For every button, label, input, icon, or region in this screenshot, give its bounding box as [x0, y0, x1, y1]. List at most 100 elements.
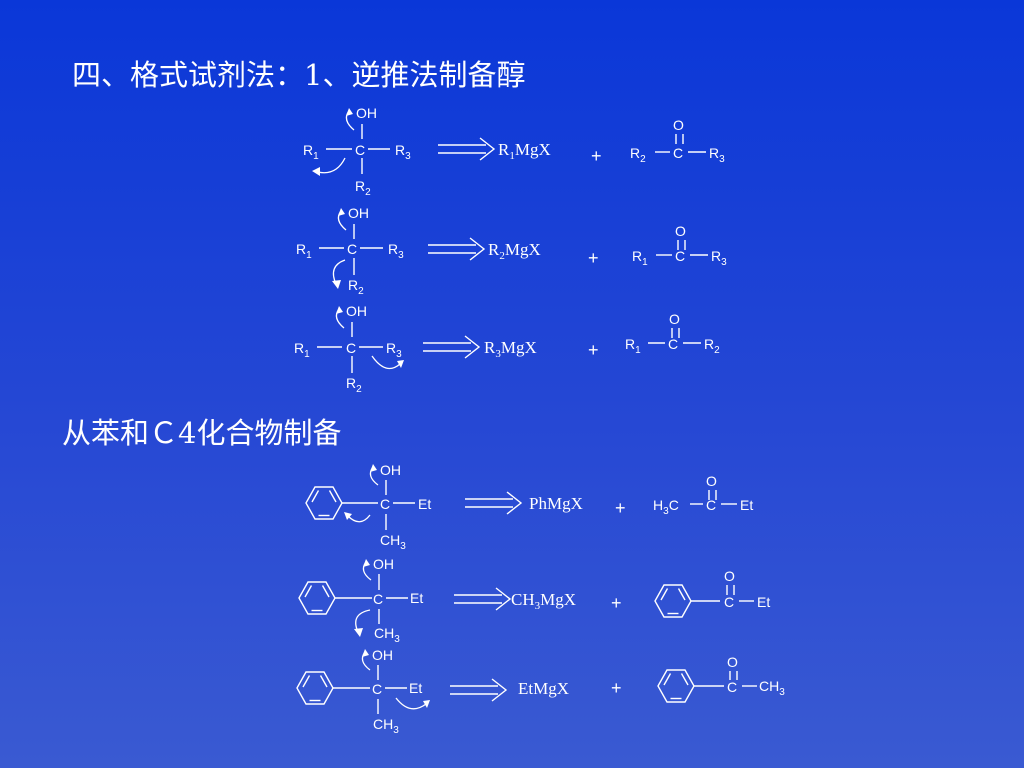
benzene-ring: [654, 584, 692, 618]
grignard-reagent: R1MgX: [498, 140, 551, 162]
r2-group: R2: [346, 375, 362, 395]
plus-sign: +: [611, 593, 622, 613]
reaction-3: OH C R1 R3 R2 R3MgX + O C R1 R2: [294, 303, 720, 395]
grignard-reagent: EtMgX: [518, 679, 569, 698]
slide-subtitle: 从苯和Ｃ4化合物制备: [62, 416, 342, 450]
curved-arrow: [371, 355, 401, 370]
reaction-5-alcohol: OH C Et CH3: [298, 556, 423, 645]
carbon-label: C: [673, 145, 683, 161]
benzene-ring: [657, 669, 695, 703]
hydroxyl-label: OH: [380, 462, 401, 478]
hydroxyl-label: OH: [346, 303, 367, 319]
reaction-1: OH C R1 R3 R2 R1MgX + O C R2 R3: [303, 105, 725, 198]
reaction-1-ketone: O C R2 R3: [630, 117, 725, 165]
carbon-label: C: [724, 594, 734, 610]
curved-arrow: [347, 514, 371, 523]
arrowhead: [332, 280, 341, 289]
r2-group: R2: [348, 277, 364, 297]
arrowhead: [338, 208, 345, 216]
carbon-label: C: [346, 340, 356, 356]
curved-arrow: [395, 697, 427, 710]
hydroxyl-label: OH: [372, 647, 393, 663]
grignard-reagent: R3MgX: [484, 338, 537, 360]
benzene-ring: [298, 581, 336, 615]
reaction-4-alcohol: OH C Et CH3: [305, 462, 431, 552]
plus-sign: +: [591, 146, 602, 166]
reaction-3-ketone: O C R1 R2: [625, 311, 720, 356]
r1-group: R1: [303, 142, 319, 162]
reaction-4: OH C Et CH3 PhMgX + O C H3C Et: [305, 462, 753, 552]
grignard-reagent: PhMgX: [529, 494, 583, 513]
methyl-group: CH3: [373, 716, 399, 736]
r1-group: R1: [632, 248, 648, 268]
reaction-5-ketone: O C Et: [654, 568, 770, 618]
reaction-6-alcohol: OH C Et CH3: [296, 647, 430, 736]
r3-group: R3: [386, 340, 402, 360]
r3-group: R3: [711, 248, 727, 268]
arrowhead: [423, 700, 430, 708]
r1-group: R1: [294, 340, 310, 360]
hydroxyl-label: OH: [348, 205, 369, 221]
plus-sign: +: [611, 678, 622, 698]
carbon-label: C: [355, 142, 365, 158]
grignard-reagent: CH3MgX: [511, 590, 576, 612]
reaction-5: OH C Et CH3 CH3MgX + O C Et: [298, 556, 770, 645]
r3-group: R3: [388, 241, 404, 261]
reaction-4-ketone: O C H3C Et: [653, 473, 753, 517]
ethyl-label: Et: [418, 496, 431, 512]
r1-group: R1: [296, 241, 312, 261]
reaction-2: OH C R1 R3 R2 R2MgX + O C R1 R3: [296, 205, 727, 297]
reaction-6-ketone: O C CH3: [657, 654, 785, 703]
reaction-2-alcohol: OH C R1 R3 R2: [296, 205, 404, 297]
hydroxyl-label: OH: [373, 556, 394, 572]
plus-sign: +: [588, 340, 599, 360]
r2-group: R2: [630, 145, 646, 165]
arrowhead: [344, 512, 352, 520]
retrosynthesis-arrow: [427, 237, 485, 261]
carbon-label: C: [372, 681, 382, 697]
r2-group: R2: [704, 336, 720, 356]
ethyl-label: Et: [740, 497, 753, 513]
methyl-group: CH3: [374, 625, 400, 645]
oxygen-label: O: [706, 473, 717, 489]
plus-sign: +: [615, 498, 626, 518]
arrowhead: [370, 464, 377, 472]
oxygen-label: O: [675, 223, 686, 239]
reaction-1-alcohol: OH C R1 R3 R2: [303, 105, 411, 198]
reaction-2-ketone: O C R1 R3: [632, 223, 727, 268]
arrowhead: [346, 108, 353, 116]
arrowhead: [312, 167, 320, 176]
retrosynthesis-arrow: [437, 137, 495, 161]
carbon-label: C: [675, 248, 685, 264]
r1-group: R1: [625, 336, 641, 356]
methyl-group: CH3: [380, 532, 406, 552]
benzene-ring: [305, 486, 343, 520]
retrosynthesis-arrow: [422, 335, 480, 359]
retrosynthesis-arrow: [453, 587, 511, 611]
carbon-label: C: [706, 497, 716, 513]
ethyl-label: Et: [757, 594, 770, 610]
ethyl-label: Et: [409, 680, 422, 696]
carbon-label: C: [347, 241, 357, 257]
hydroxyl-label: OH: [356, 105, 377, 121]
benzene-ring: [296, 671, 334, 705]
r3-group: R3: [395, 142, 411, 162]
curved-arrow: [317, 157, 346, 174]
slide-title: 四、格式试剂法：1、逆推法制备醇: [72, 58, 526, 92]
oxygen-label: O: [727, 654, 738, 670]
retrosynthesis-arrow: [464, 491, 522, 515]
ethyl-label: Et: [410, 590, 423, 606]
arrowhead: [397, 360, 404, 368]
r3-group: R3: [709, 145, 725, 165]
reaction-6: OH C Et CH3 EtMgX + O C CH3: [296, 647, 785, 736]
carbon-label: C: [727, 679, 737, 695]
carbon-label: C: [668, 336, 678, 352]
reaction-3-alcohol: OH C R1 R3 R2: [294, 303, 404, 395]
oxygen-label: O: [673, 117, 684, 133]
arrowhead: [363, 559, 370, 567]
carbon-label: C: [380, 496, 390, 512]
arrowhead: [336, 306, 343, 314]
r2-group: R2: [355, 178, 371, 198]
plus-sign: +: [588, 248, 599, 268]
oxygen-label: O: [724, 568, 735, 584]
